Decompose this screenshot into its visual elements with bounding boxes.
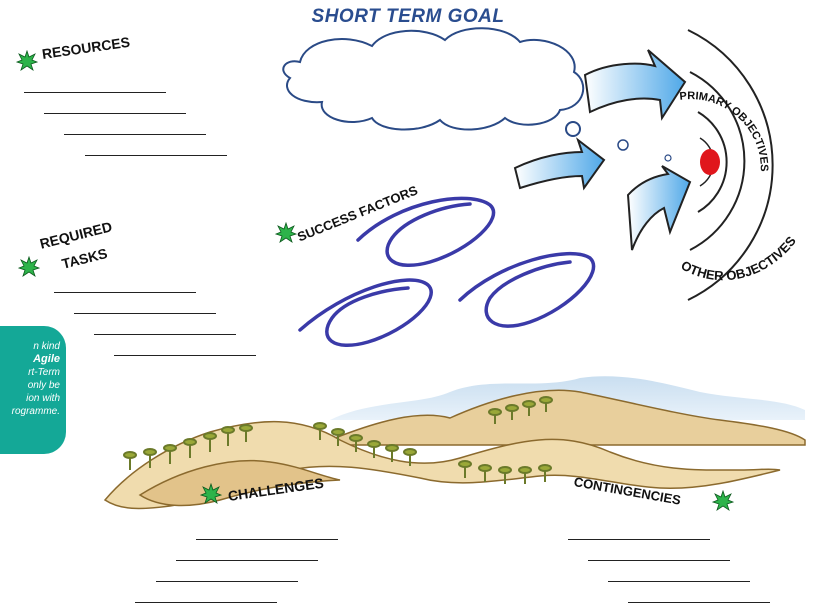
page-title: SHORT TERM GOAL — [311, 6, 505, 27]
arrow-bottom — [626, 165, 692, 251]
star-icon — [200, 483, 222, 504]
star-icon — [16, 50, 38, 71]
other-objectives-label: OTHER OBJECTIVES — [679, 233, 800, 283]
resources-line[interactable] — [85, 155, 227, 156]
arrow-middle — [513, 137, 606, 191]
target-bullseye — [700, 149, 720, 175]
hill-ridge — [138, 459, 341, 507]
callout-line: rt-Term — [28, 367, 60, 378]
thought-bubble-small — [664, 154, 672, 162]
trees — [123, 396, 553, 484]
primary-objectives-label: PRIMARY OBJECTIVES — [679, 90, 770, 172]
required-tasks-line[interactable] — [74, 313, 216, 314]
thought-bubble-large — [565, 121, 581, 137]
resources-line[interactable] — [64, 134, 206, 135]
hills — [103, 389, 806, 510]
target-arc-3 — [697, 111, 728, 213]
loop-1 — [356, 196, 496, 268]
required-tasks-line[interactable] — [54, 292, 196, 293]
required-tasks-line[interactable] — [114, 355, 256, 356]
challenges-line[interactable] — [176, 560, 318, 561]
loop-2 — [298, 278, 433, 348]
star-icon — [712, 490, 734, 511]
callout-line: ion with — [26, 393, 60, 404]
arrows — [513, 49, 692, 251]
required-tasks-line[interactable] — [94, 334, 236, 335]
target-arc-2 — [689, 71, 746, 251]
callout-line: rogramme. — [11, 406, 60, 417]
challenges-line[interactable] — [196, 539, 338, 540]
thought-bubble-medium — [617, 139, 629, 151]
arrow-top — [583, 49, 687, 121]
tree-group-mid — [313, 422, 417, 466]
callout-line: Agile — [33, 353, 60, 365]
target-outer-arc — [687, 29, 774, 301]
loop-3 — [458, 251, 596, 328]
contingencies-line[interactable] — [568, 539, 710, 540]
tree-group-lower — [458, 460, 552, 484]
contingencies-line[interactable] — [608, 581, 750, 582]
info-callout: n kind Agile rt-Term only be ion with ro… — [0, 326, 66, 454]
hill-back — [329, 389, 806, 446]
challenges-line[interactable] — [156, 581, 298, 582]
contingencies-line[interactable] — [588, 560, 730, 561]
star-icon — [275, 222, 297, 243]
callout-line: only be — [27, 380, 60, 391]
callout-line: n kind — [33, 341, 60, 352]
star-icon — [18, 256, 40, 277]
resources-line[interactable] — [44, 113, 186, 114]
tree-group-left — [123, 424, 253, 470]
success-loops — [298, 196, 596, 348]
tree-group-right — [488, 396, 553, 424]
cloud-shape — [282, 27, 585, 131]
resources-line[interactable] — [24, 92, 166, 93]
